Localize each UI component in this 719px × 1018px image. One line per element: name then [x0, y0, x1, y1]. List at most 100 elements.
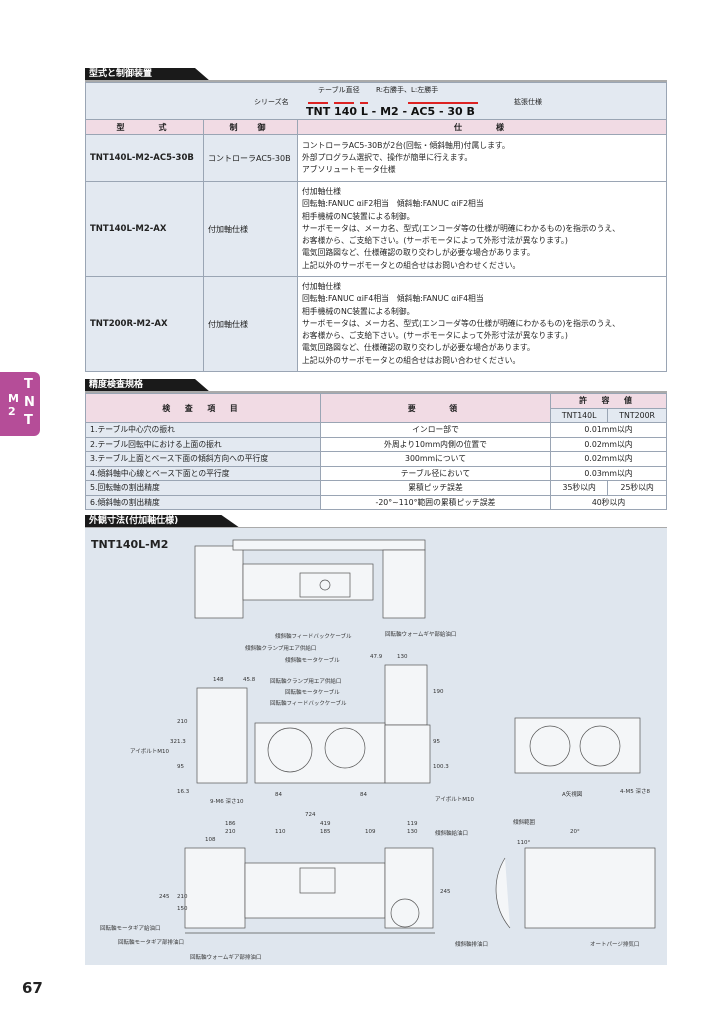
section-title-model: 型式と制御装置	[85, 68, 210, 81]
label: アイボルトM10	[435, 795, 474, 803]
col-spec: 仕 様	[297, 119, 667, 135]
hand-label: R:右勝手、L:左勝手	[376, 86, 439, 94]
model-code: TNT 140 L - M2 - AC5 - 30 B	[306, 105, 475, 118]
spec-line: お客様から、ご支給下さい。(サーボモータによって外形寸法が異なります。)	[302, 236, 568, 246]
item-cell: 5.回転軸の割出精度	[85, 480, 321, 496]
dim: 47.9	[370, 654, 383, 660]
label: 傾斜軸排油口	[455, 940, 488, 948]
method-cell: テーブル径において	[320, 465, 551, 481]
col-tolerance: 許 容 値	[550, 393, 667, 409]
label: アイボルトM10	[130, 747, 169, 755]
dim: 130	[397, 654, 408, 660]
spec-line: サーボモータは、メーカ名、型式(エンコーダ等の仕様が明確にわかるもの)を指示のう…	[302, 318, 620, 328]
label: 回転軸ウォームギヤ部給油口	[385, 630, 456, 638]
model-code-diagram: シリーズ名 テーブル直径 R:右勝手、L:左勝手 拡張仕様 TNT 140 L …	[85, 82, 667, 120]
label: 傾斜軸クランプ用エア供給口	[245, 644, 316, 652]
method-cell: インロー部で	[320, 422, 551, 438]
side-tab-m2: M2	[8, 392, 19, 418]
spec-cell: 付加軸仕様回転軸:FANUC αiF4相当 傾斜軸:FANUC αiF4相当相手…	[297, 276, 667, 372]
method-cell: 300mmについて	[320, 451, 551, 467]
dim: 84	[275, 792, 282, 798]
spec-line: 付加軸仕様	[302, 187, 341, 197]
table-diameter-label: テーブル直径	[318, 86, 360, 94]
dim: 245	[159, 894, 170, 900]
spec-line: サーボモータは、メーカ名、型式(エンコーダ等の仕様が明確にわかるもの)を指示のう…	[302, 223, 620, 233]
col-item: 検 査 項 目	[85, 393, 321, 423]
label: 回転軸モータケーブル	[285, 688, 340, 696]
dim: 210	[177, 719, 188, 725]
label: 傾斜軸モータケーブル	[285, 656, 340, 664]
control-cell: 付加軸仕様	[203, 276, 298, 372]
dim: 119	[407, 821, 418, 827]
spec-line: 相手機械のNC装置による制御。	[302, 211, 415, 221]
extension-label: 拡張仕様	[514, 98, 542, 106]
spec-line: 相手機械のNC装置による制御。	[302, 306, 415, 316]
method-cell: 累積ピッチ誤差	[320, 480, 551, 496]
dim: 150	[177, 906, 188, 912]
dim: 130	[407, 829, 418, 835]
page-number: 67	[22, 979, 43, 997]
side-tab-tnt: TNT	[24, 377, 35, 428]
label: 回転軸モータギア給油口	[100, 924, 161, 932]
label: A矢視図	[562, 790, 583, 798]
dim: 45.8	[243, 677, 256, 683]
label: 回転軸クランプ用エア供給口	[270, 677, 341, 685]
col-tnt140l: TNT140L	[549, 407, 609, 423]
control-cell: コントローラAC5-30B	[203, 134, 298, 182]
value-cell: 0.01mm以内	[550, 422, 667, 438]
label: 傾斜軸フィードバックケーブル	[275, 632, 352, 640]
dim: 110	[275, 829, 286, 835]
value-cell: 25秒以内	[607, 480, 667, 496]
section-title-accuracy: 精度検査規格	[85, 379, 210, 392]
dim: 210	[225, 829, 236, 835]
series-side-tab: TNT M2	[0, 372, 40, 436]
section-title-dimensions: 外観寸法(付加軸仕様)	[85, 515, 240, 528]
divider	[85, 80, 667, 82]
dim: 419	[320, 821, 331, 827]
label: オートパージ排気口	[590, 940, 639, 948]
drawing-model-title: TNT140L-M2	[91, 538, 169, 551]
col-model: 型 式	[85, 119, 204, 135]
spec-line: 回転軸:FANUC αiF2相当 傾斜軸:FANUC αiF2相当	[302, 199, 484, 209]
model-table: シリーズ名 テーブル直径 R:右勝手、L:左勝手 拡張仕様 TNT 140 L …	[85, 82, 667, 372]
label: 9-M6 深さ10	[210, 797, 244, 805]
method-cell: 外周より10mm内側の位置で	[320, 436, 551, 452]
spec-line: 外部プログラム選択で、操作が簡単に行えます。	[302, 152, 473, 162]
dim: 108	[205, 837, 216, 843]
arrow-a-view	[514, 717, 641, 774]
label: 回転軸モータギア部排油口	[118, 938, 184, 946]
divider	[85, 391, 667, 393]
dim: 100.3	[433, 764, 449, 770]
technical-drawing: 回転軸ウォームギヤ部給油口 傾斜軸フィードバックケーブル 傾斜軸クランプ用エア供…	[100, 539, 656, 961]
dim: 109	[365, 829, 376, 835]
label: 回転軸フィードバックケーブル	[270, 699, 347, 707]
spec-cell: コントローラAC5-30Bが2台(回転・傾斜軸用)付属します。外部プログラム選択…	[297, 134, 667, 182]
dim: 84	[360, 792, 367, 798]
value-cell: 0.02mm以内	[550, 436, 667, 452]
spec-line: お客様から、ご支給下さい。(サーボモータによって外形寸法が異なります。)	[302, 331, 568, 341]
spec-line: 付加軸仕様	[302, 282, 341, 292]
dim: 20°	[570, 829, 580, 835]
dim: 16.3	[177, 789, 190, 795]
item-cell: 4.傾斜軸中心線とベース下面との平行度	[85, 465, 321, 481]
control-cell: 付加軸仕様	[203, 181, 298, 277]
dim: 190	[433, 689, 444, 695]
spec-cell: 付加軸仕様回転軸:FANUC αiF2相当 傾斜軸:FANUC αiF2相当相手…	[297, 181, 667, 277]
item-cell: 2.テーブル回転中における上面の振れ	[85, 436, 321, 452]
item-cell: 1.テーブル中心穴の振れ	[85, 422, 321, 438]
item-cell: 3.テーブル上面とベース下面の傾斜方向への平行度	[85, 451, 321, 467]
dim: 724	[305, 812, 316, 818]
bottom-view	[184, 847, 435, 934]
col-method: 要 領	[320, 393, 551, 423]
item-cell: 6.傾斜軸の割出精度	[85, 494, 321, 510]
dim: 321.3	[170, 739, 186, 745]
